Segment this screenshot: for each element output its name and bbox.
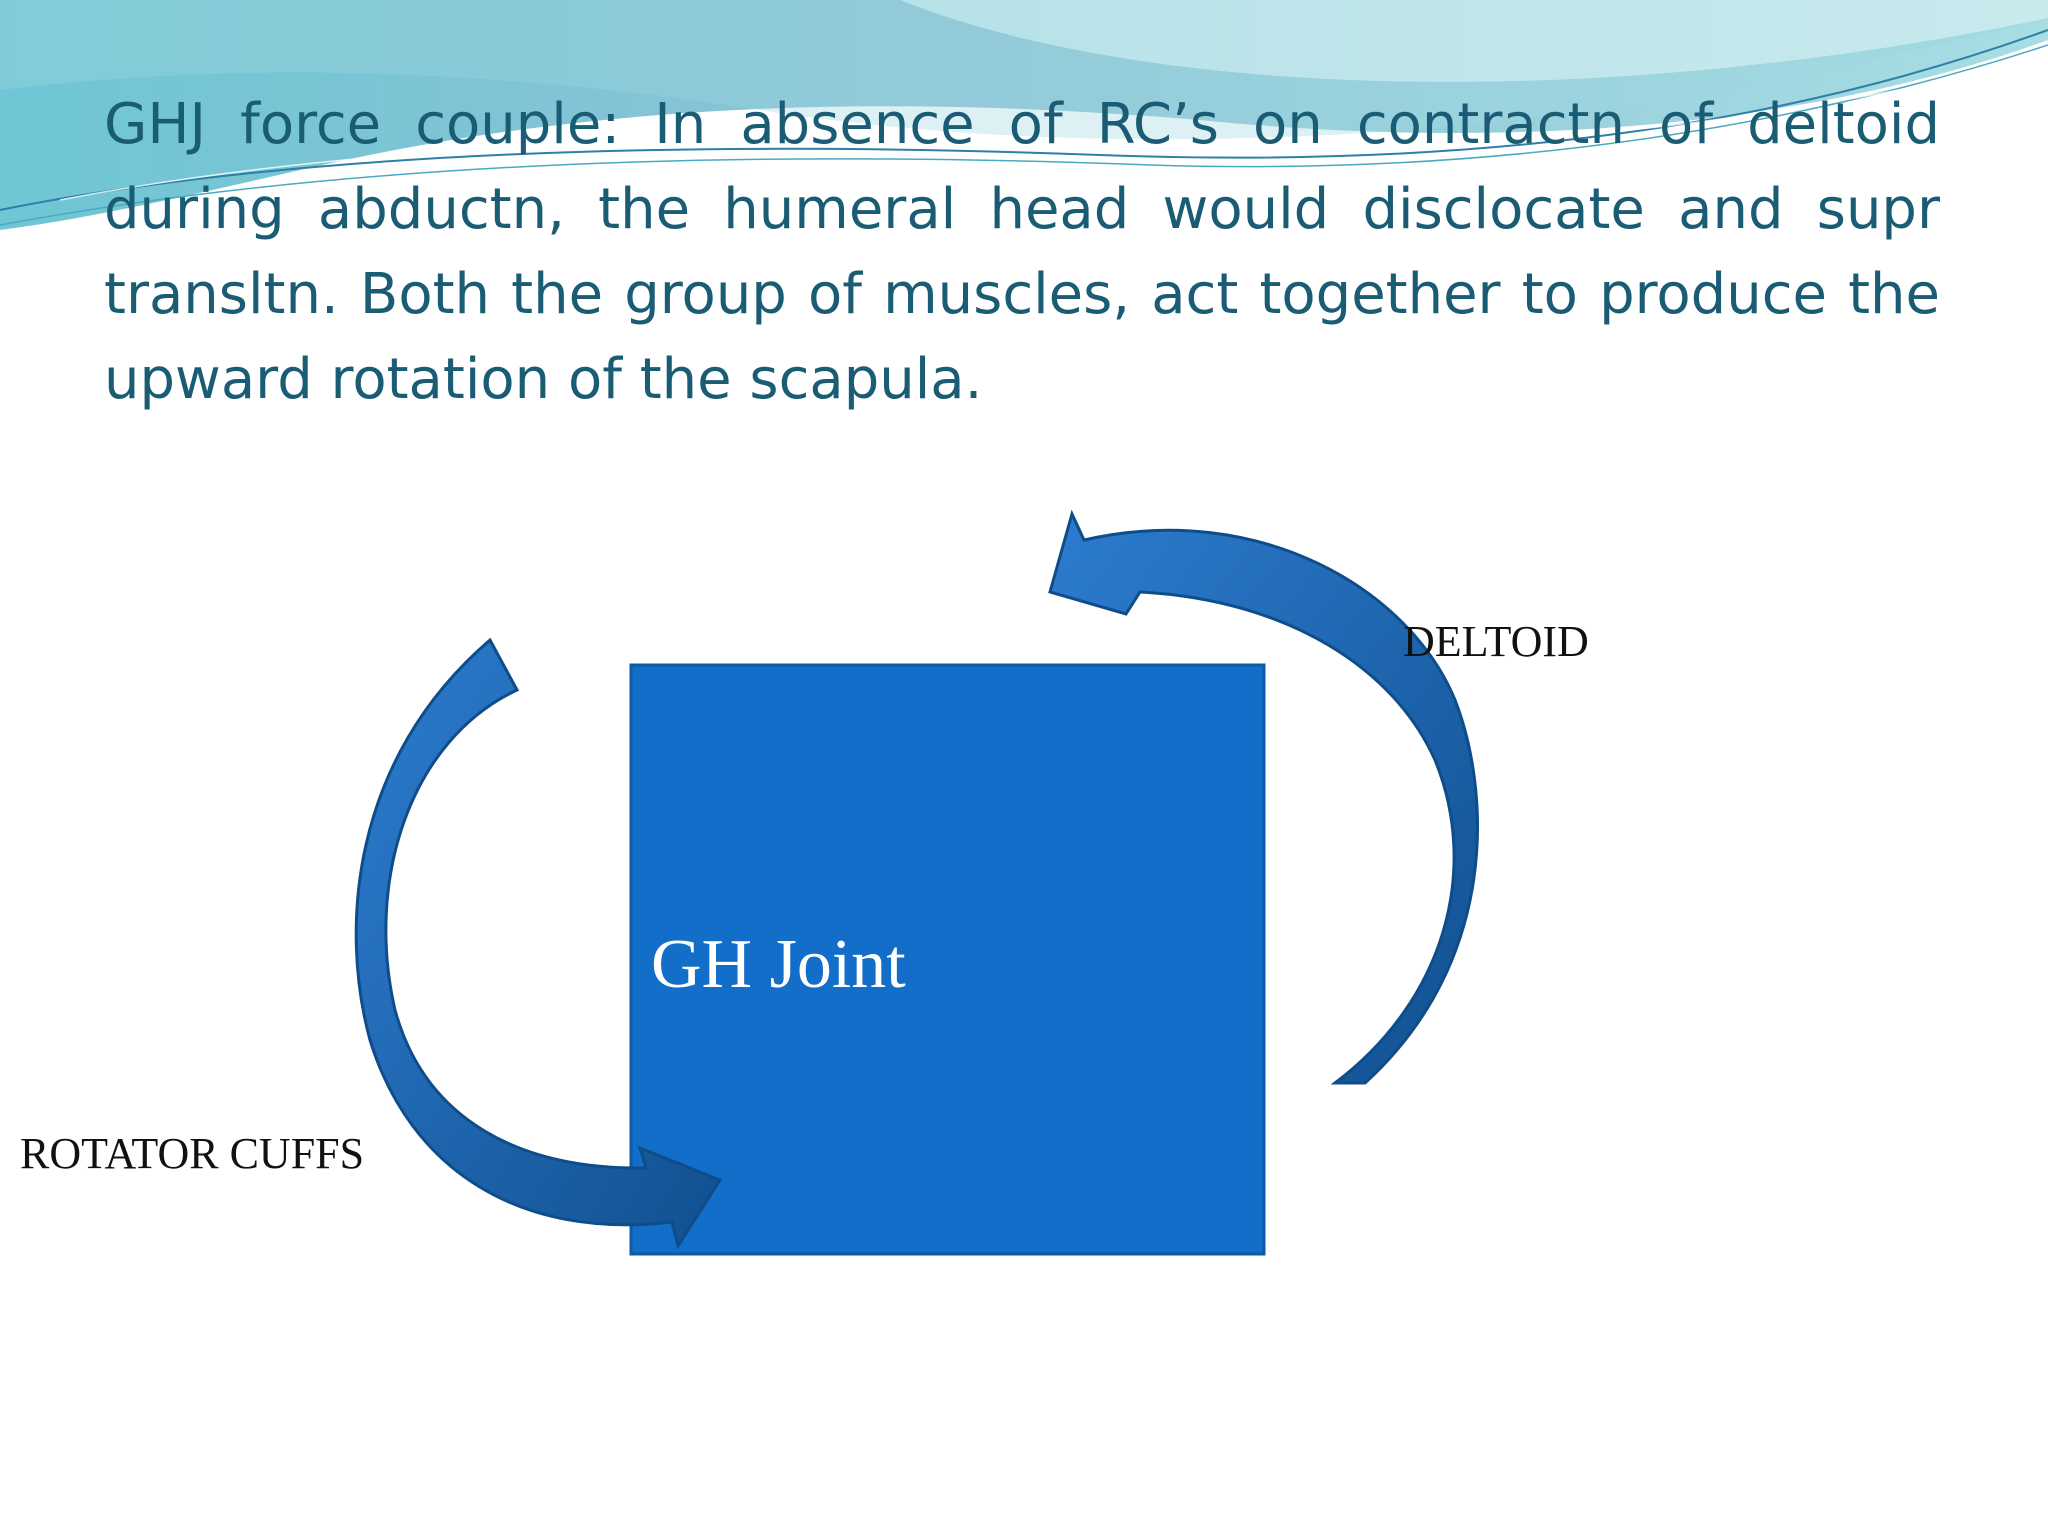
wave-band-light: [900, 0, 2048, 82]
slide-body-text: GHJ force couple: In absence of RC’s on …: [104, 92, 1940, 412]
wave-line-1: [0, 29, 2048, 211]
rotator-cuff-curved-arrow-icon: [354, 637, 723, 1250]
rotator-cuffs-label: ROTATOR CUFFS: [20, 1129, 365, 1178]
deltoid-label: DELTOID: [1403, 617, 1589, 666]
header-wave-decoration: [0, 0, 2048, 230]
wave-line-3: [59, 59, 2048, 201]
gh-joint-box: [629, 663, 1266, 1256]
wave-line-2: [0, 44, 2048, 226]
gh-joint-label: GH Joint: [651, 926, 906, 1003]
deltoid-curved-arrow-icon: [1048, 509, 1479, 1085]
wave-band-pale: [0, 0, 2048, 140]
